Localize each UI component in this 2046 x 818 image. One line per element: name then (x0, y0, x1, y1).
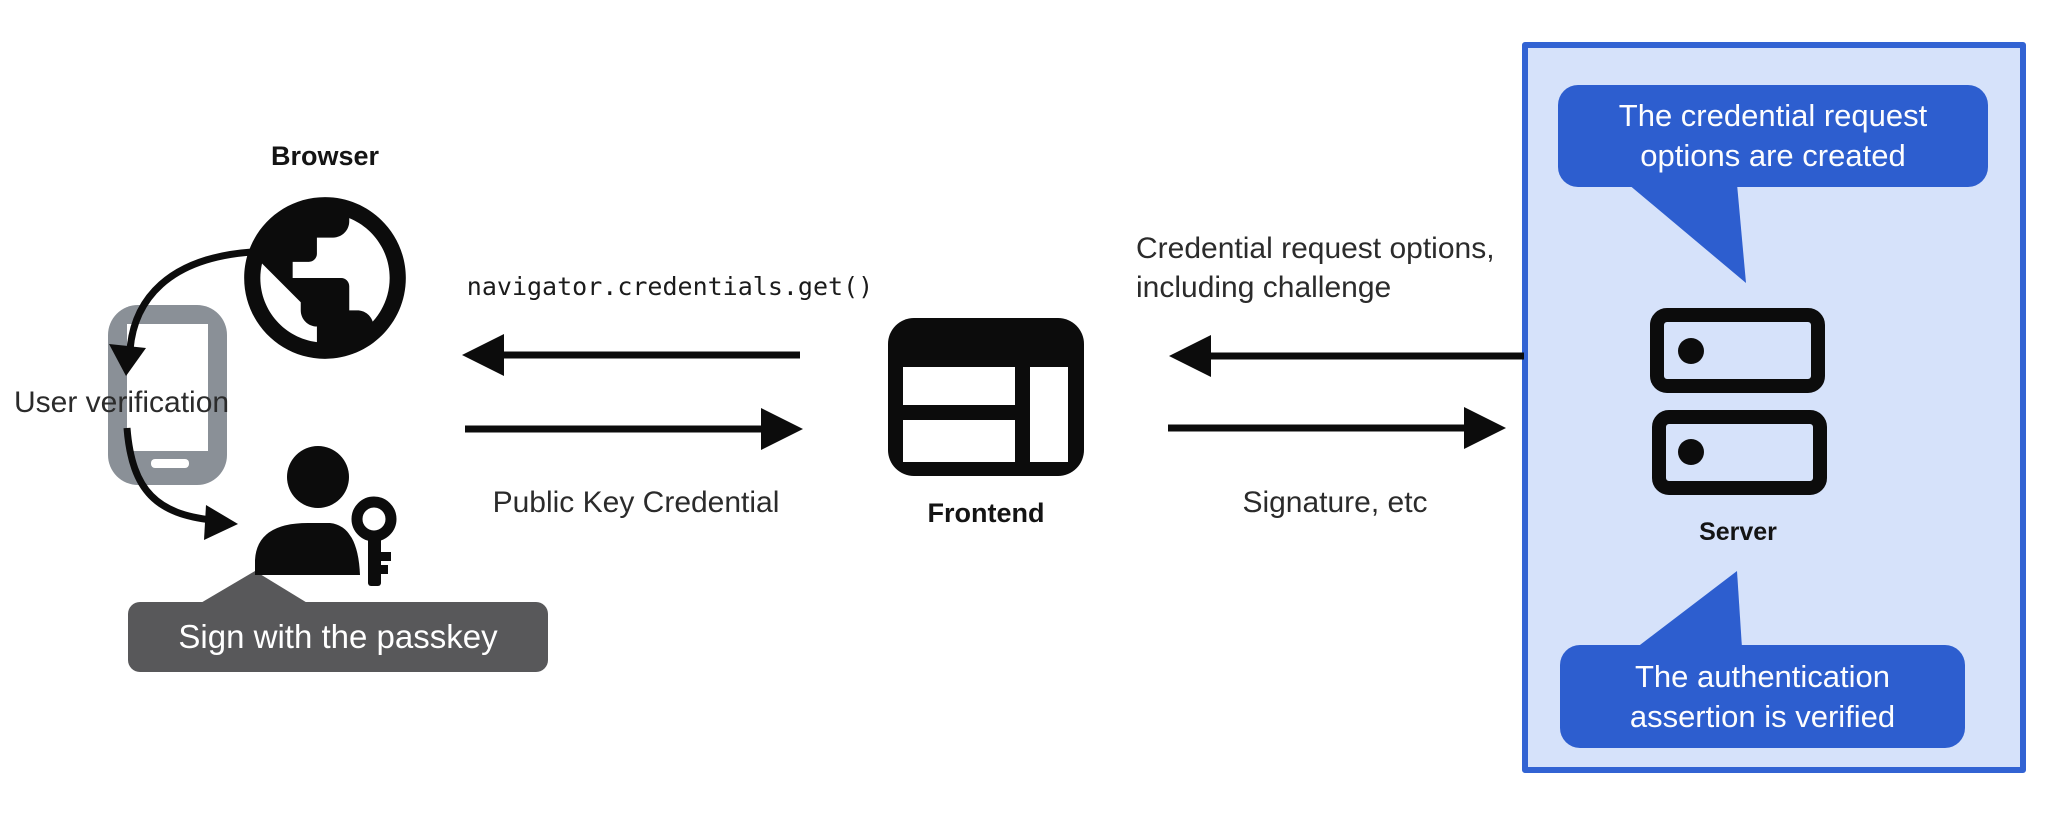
curved-arrow-browser-to-phone (109, 248, 253, 376)
top-bubble-line1: The credential request (1618, 98, 1928, 133)
credential-request-label: Credential request options, including ch… (1136, 229, 1495, 307)
signature-label: Signature, etc (1242, 486, 1428, 519)
tooltip-tail (199, 571, 309, 604)
arrow-left-credential-request (1169, 335, 1524, 377)
navigator-get-code: navigator.credentials.get() (466, 272, 874, 301)
arrow-right-signature (1168, 407, 1506, 449)
credential-request-line1: Credential request options, (1136, 232, 1495, 265)
arrow-left-navigator-get (462, 334, 800, 376)
person-with-key-icon (255, 446, 403, 586)
server-label: Server (1699, 518, 1777, 546)
bottom-speech-bubble: The authentication assertion is verified (1560, 645, 1965, 748)
globe-icon (244, 197, 406, 359)
arrow-right-public-key-credential (465, 408, 803, 450)
top-bubble-line2: options are created (1640, 138, 1906, 173)
user-verification-label: User verification (14, 386, 230, 419)
curved-arrow-phone-to-user (123, 427, 238, 540)
top-speech-bubble: The credential request options are creat… (1558, 85, 1988, 187)
bottom-bubble-line1: The authentication (1634, 658, 1891, 694)
web-window-icon (888, 318, 1084, 476)
browser-label: Browser (270, 141, 380, 171)
credential-request-line2: including challenge (1136, 271, 1392, 304)
passkey-tooltip: Sign with the passkey (128, 602, 548, 672)
bottom-bubble-line2: assertion is verified (1629, 698, 1896, 734)
public-key-credential-label: Public Key Credential (492, 486, 780, 519)
frontend-label: Frontend (927, 498, 1045, 528)
passkey-tooltip-text: Sign with the passkey (178, 618, 498, 655)
